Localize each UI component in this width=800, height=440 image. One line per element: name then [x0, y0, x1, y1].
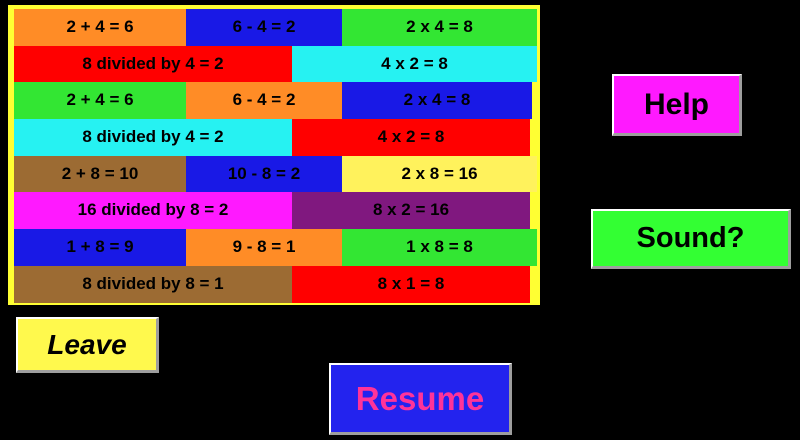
- help-button[interactable]: Help: [612, 74, 742, 136]
- fact-cell-addition[interactable]: 2 + 8 = 10: [14, 155, 186, 193]
- fact-cell-addition[interactable]: 2 + 4 = 6: [14, 9, 186, 46]
- sound-button[interactable]: Sound?: [591, 209, 791, 269]
- leave-button[interactable]: Leave: [16, 317, 159, 373]
- table-row: 8 divided by 4 = 2 4 x 2 = 8: [14, 45, 537, 83]
- fact-cell-subtraction[interactable]: 6 - 4 = 2: [186, 9, 342, 46]
- fact-cell-multiplication[interactable]: 2 x 4 = 8: [342, 82, 532, 120]
- table-row: 16 divided by 8 = 2 8 x 2 = 16: [14, 192, 535, 230]
- table-row: 8 divided by 8 = 1 8 x 1 = 8: [14, 265, 535, 303]
- fact-cell-division[interactable]: 8 divided by 4 = 2: [14, 119, 292, 156]
- fact-cell-subtraction[interactable]: 6 - 4 = 2: [186, 82, 342, 120]
- table-row: 2 + 4 = 6 6 - 4 = 2 2 x 4 = 8: [14, 82, 535, 120]
- table-row: 8 divided by 4 = 2 4 x 2 = 8: [14, 119, 535, 156]
- table-row: 1 + 8 = 9 9 - 8 = 1 1 x 8 = 8: [14, 229, 537, 266]
- fact-cell-multiplication[interactable]: 2 x 4 = 8: [342, 9, 537, 46]
- fact-cell-multiplication[interactable]: 4 x 2 = 8: [292, 119, 530, 156]
- fact-cell-multiplication[interactable]: 1 x 8 = 8: [342, 229, 537, 266]
- fact-cell-addition[interactable]: 2 + 4 = 6: [14, 82, 186, 120]
- table-row: 2 + 4 = 6 6 - 4 = 2 2 x 4 = 8: [14, 9, 537, 46]
- resume-button[interactable]: Resume: [329, 363, 512, 435]
- fact-cell-division[interactable]: 8 divided by 8 = 1: [14, 265, 292, 303]
- fact-cell-subtraction[interactable]: 10 - 8 = 2: [186, 155, 342, 193]
- fact-cell-subtraction[interactable]: 9 - 8 = 1: [186, 229, 342, 266]
- fact-cell-multiplication[interactable]: 8 x 2 = 16: [292, 192, 530, 230]
- fact-cell-multiplication[interactable]: 8 x 1 = 8: [292, 265, 530, 303]
- math-fact-family-table: 2 + 4 = 6 6 - 4 = 2 2 x 4 = 8 8 divided …: [8, 5, 540, 305]
- table-row: 2 + 8 = 10 10 - 8 = 2 2 x 8 = 16: [14, 155, 537, 193]
- fact-cell-division[interactable]: 16 divided by 8 = 2: [14, 192, 292, 230]
- fact-cell-multiplication[interactable]: 4 x 2 = 8: [292, 45, 537, 83]
- fact-cell-multiplication[interactable]: 2 x 8 = 16: [342, 155, 537, 193]
- fact-cell-division[interactable]: 8 divided by 4 = 2: [14, 45, 292, 83]
- fact-cell-addition[interactable]: 1 + 8 = 9: [14, 229, 186, 266]
